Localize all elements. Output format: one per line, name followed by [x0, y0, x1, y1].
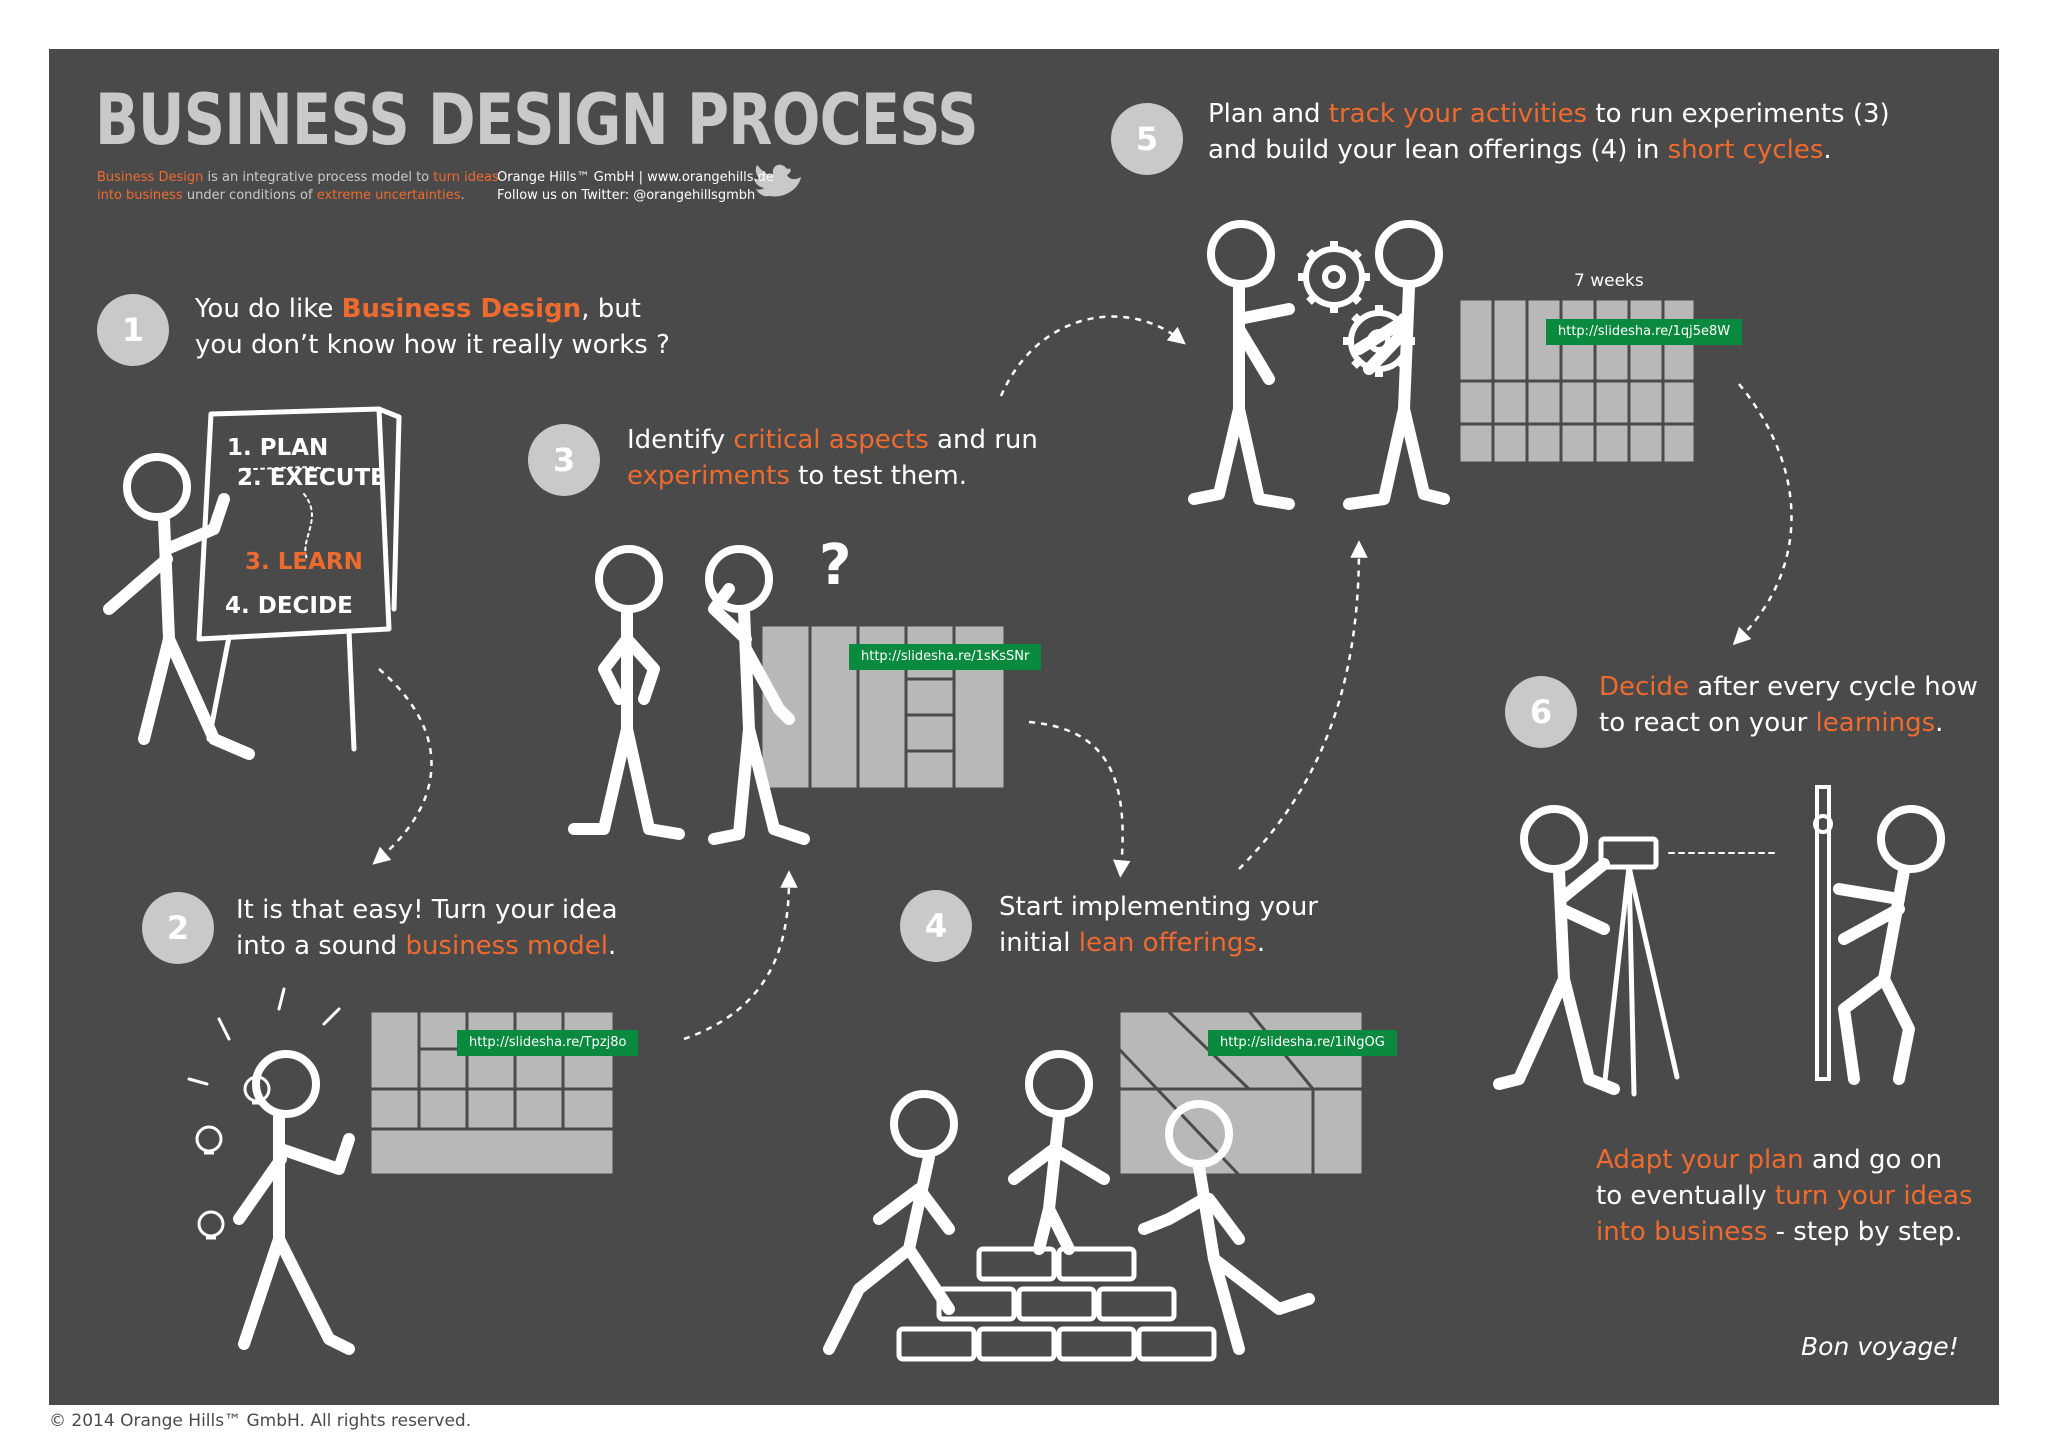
- step-number: 4: [900, 890, 972, 962]
- step-text-part: after every cycle how: [1689, 672, 1978, 702]
- step-text-part: initial: [999, 928, 1079, 958]
- stick-figure-step4-c: [1138, 1100, 1315, 1355]
- step-text-part: Business Design: [341, 294, 582, 324]
- step-number: 3: [528, 424, 600, 496]
- step-text-part: business model: [405, 931, 608, 961]
- tagline-part: .: [460, 188, 465, 203]
- closing-text-part: turn your ideas: [1774, 1181, 1973, 1211]
- closing-text-part: Adapt your plan: [1596, 1145, 1804, 1175]
- brick-wall: [896, 1246, 1217, 1362]
- step-3-text: Identify critical aspects and run experi…: [627, 422, 1038, 494]
- step-text-part: short cycles: [1667, 135, 1824, 165]
- step-text-part: you don’t know how it really works ?: [195, 330, 670, 360]
- closing-text-part: to eventually: [1596, 1181, 1775, 1211]
- survey-tripod: [1598, 836, 1775, 1097]
- flow-arrow-3-4: [1028, 720, 1131, 878]
- flipchart: [196, 406, 402, 752]
- stick-figure-step3-b: [705, 545, 810, 845]
- flipchart-item-learn: 3. LEARN: [245, 549, 363, 575]
- stick-figure-step6-a: [1493, 805, 1620, 1095]
- step-text-part: learnings: [1815, 708, 1936, 738]
- step-text-part: track your activities: [1328, 99, 1588, 129]
- step-text-part: It is that easy! Turn your idea: [236, 895, 618, 925]
- step-text-part: and build your lean offerings (4) in: [1208, 135, 1668, 165]
- survey-rod: [1813, 785, 1833, 1081]
- step-text-part: Start implementing your: [999, 892, 1318, 922]
- page-title: BUSINESS DESIGN PROCESS: [95, 79, 979, 161]
- company-twitter[interactable]: Follow us on Twitter: @orangehillsgmbh: [497, 188, 756, 203]
- step-text-part: to react on your: [1599, 708, 1816, 738]
- tagline-part: turn ideas: [433, 170, 499, 185]
- tagline-part: Business Design: [97, 170, 204, 185]
- tagline-part: is an integrative process model to: [203, 170, 434, 185]
- closing-text-part: - step by step.: [1767, 1217, 1963, 1247]
- step-text-part: to run experiments (3): [1587, 99, 1890, 129]
- weeks-label: 7 weeks: [1574, 271, 1644, 291]
- stick-figure-step2: [187, 987, 355, 1355]
- step-5-text: Plan and track your activities to run ex…: [1208, 96, 1890, 168]
- closing-text: Adapt your plan and go on to eventually …: [1596, 1142, 1973, 1250]
- step-text-part: Decide: [1599, 672, 1690, 702]
- step-4-text: Start implementing your initial lean off…: [999, 889, 1318, 961]
- bon-voyage-text: Bon voyage!: [1801, 1332, 1959, 1361]
- slideshare-link[interactable]: http://slidesha.re/1qj5e8W: [1546, 319, 1743, 345]
- tagline-part: into business: [97, 188, 183, 203]
- stick-figure-step5-a: [1188, 220, 1295, 510]
- step-text-part: lean offerings: [1078, 928, 1257, 958]
- flow-arrow-3-5: [999, 315, 1186, 397]
- step-text-part: , but: [581, 294, 641, 324]
- lightbulb-icons: [195, 1075, 271, 1240]
- flipchart-item-execute: 2. EXECUTE: [237, 465, 386, 491]
- step-number: 2: [142, 892, 214, 964]
- flipchart-item-decide: 4. DECIDE: [225, 593, 353, 619]
- flow-arrow-4-5: [1238, 540, 1368, 870]
- infographic-panel: 1. PLAN 2. EXECUTE 3. LEARN 4. DECIDE ?: [49, 49, 1999, 1405]
- step-text-part: Plan and: [1208, 99, 1329, 129]
- slideshare-link[interactable]: http://slidesha.re/1iNgOG: [1208, 1030, 1397, 1056]
- step-2-text: It is that easy! Turn your idea into a s…: [236, 892, 618, 964]
- stick-figure-step4-a: [823, 1090, 958, 1355]
- step-number: 5: [1111, 103, 1183, 175]
- flow-arrow-5-6: [1732, 383, 1793, 646]
- tagline-part: extreme uncertainties: [316, 188, 461, 203]
- flipchart-item-plan: 1. PLAN: [227, 435, 328, 461]
- question-mark: ?: [819, 533, 851, 598]
- stick-figure-presenter: [103, 453, 255, 760]
- step-text-part: .: [1935, 708, 1944, 738]
- step-text-part: Identify: [627, 425, 734, 455]
- flow-arrow-1-2: [372, 668, 433, 865]
- step-text-part: .: [1256, 928, 1266, 958]
- step-1-text: You do like Business Design, but you don…: [195, 291, 670, 363]
- slideshare-link[interactable]: http://slidesha.re/Tpzj8o: [457, 1030, 639, 1056]
- gear-icons: [1298, 241, 1415, 377]
- step-text-part: into a sound: [236, 931, 406, 961]
- step-text-part: experiments: [627, 461, 790, 491]
- step-text-part: .: [1823, 135, 1832, 165]
- copyright-footer: © 2014 Orange Hills™ GmbH. All rights re…: [49, 1411, 472, 1431]
- step-6-text: Decide after every cycle how to react on…: [1599, 669, 1978, 741]
- slideshare-link[interactable]: http://slidesha.re/1sKsSNr: [849, 644, 1042, 670]
- twitter-bird-icon: [754, 164, 801, 197]
- closing-text-part: into business: [1596, 1217, 1768, 1247]
- step-text-part: and run: [928, 425, 1038, 455]
- stick-figure-step4-b: [1008, 1050, 1110, 1255]
- step-number: 1: [97, 294, 169, 366]
- company-info: Orange Hills™ GmbH | www.orangehills.de …: [497, 169, 774, 205]
- step-text-part: .: [608, 931, 617, 961]
- flow-arrow-2-3: [683, 870, 798, 1041]
- step-text-part: critical aspects: [733, 425, 929, 455]
- tagline-part: under conditions of: [182, 188, 317, 203]
- step-text-part: You do like: [195, 294, 342, 324]
- step-number: 6: [1505, 676, 1577, 748]
- step-text-part: to test them.: [789, 461, 967, 491]
- closing-text-part: and go on: [1803, 1145, 1943, 1175]
- company-website[interactable]: Orange Hills™ GmbH | www.orangehills.de: [497, 170, 774, 185]
- stick-figure-step6-b: [1833, 805, 1945, 1085]
- tagline: Business Design is an integrative proces…: [97, 169, 499, 205]
- stick-figure-step3-a: [568, 545, 685, 840]
